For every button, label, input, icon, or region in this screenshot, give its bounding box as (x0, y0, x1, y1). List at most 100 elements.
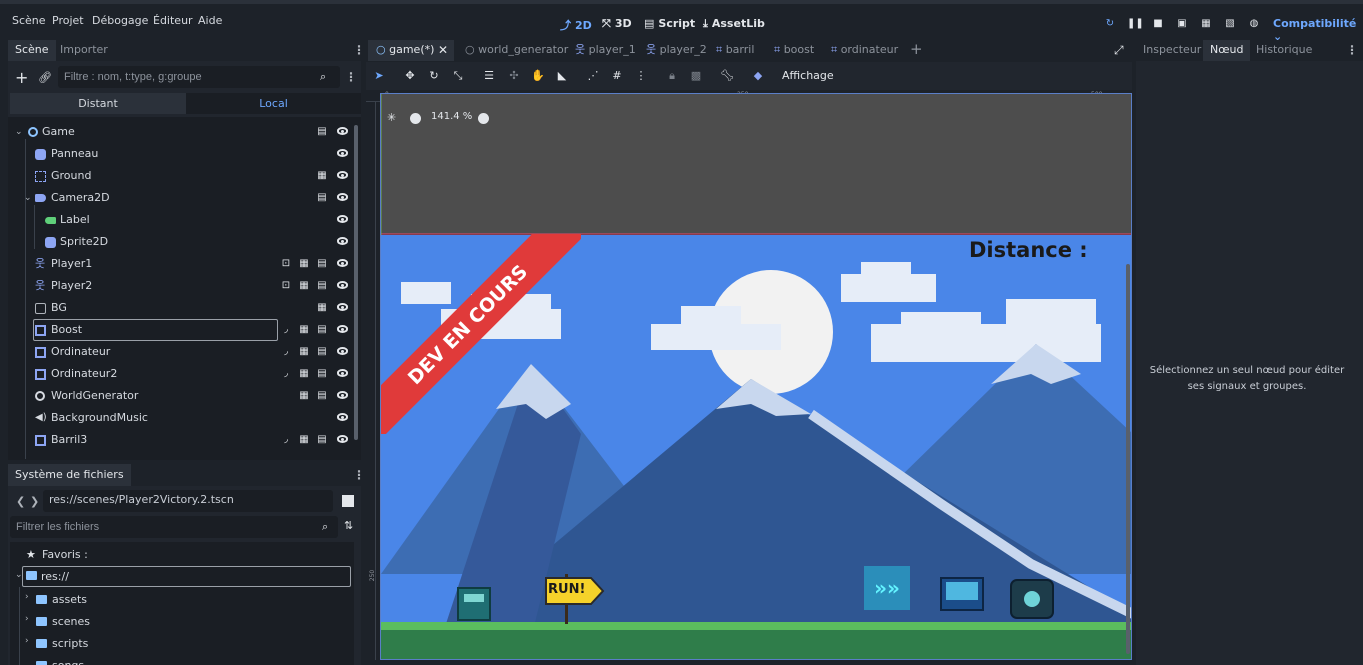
view-menu[interactable]: Affichage (782, 69, 834, 82)
list-select-icon[interactable]: ☰ (484, 69, 494, 82)
tree-node-barril3[interactable]: Barril3 ◞ ▦ ▤ (10, 429, 355, 451)
tree-node-boost[interactable]: Boost ◞ ▦ ▤ (10, 319, 355, 341)
move-tool-icon[interactable]: ✥ (405, 69, 415, 82)
pivot-tool-icon[interactable]: ✣ (509, 69, 519, 82)
tab-node[interactable]: Nœud (1203, 40, 1251, 61)
run-sign[interactable] (545, 577, 605, 605)
viewport-scrollbar[interactable] (1126, 264, 1130, 654)
canvas-viewport[interactable]: »» DEV EN COURS Distance : RUN! ✳ 141.4 … (380, 93, 1132, 660)
script-icon[interactable]: ▤ (317, 280, 327, 291)
mode-3d-button[interactable]: ⤧3D (602, 17, 632, 30)
tab-boost[interactable]: ⌗ boost (774, 43, 815, 56)
visibility-eye-icon[interactable] (337, 413, 348, 421)
script-icon[interactable]: ▤ (317, 434, 327, 445)
instance-icon[interactable]: ⊡ (281, 280, 291, 291)
tree-node-sprite2d[interactable]: Sprite2D (10, 231, 355, 253)
tab-import[interactable]: Importer (60, 43, 108, 56)
tab-ordinateur[interactable]: ⌗ ordinateur (831, 43, 899, 56)
script-icon[interactable]: ▤ (317, 258, 327, 269)
ruler-tool-icon[interactable]: ◣ (557, 69, 567, 82)
group-icon[interactable]: ▩ (690, 69, 702, 82)
add-tab-icon[interactable]: + (910, 40, 923, 58)
clapperboard-icon[interactable]: ▦ (299, 258, 309, 269)
pause-icon[interactable]: ❚❚ (1127, 18, 1144, 29)
tree-node-game[interactable]: ⌄ Game ▤ (10, 121, 355, 143)
tab-inspector[interactable]: Inspecteur (1143, 43, 1202, 56)
script-icon[interactable]: ▤ (317, 390, 327, 401)
visibility-eye-icon[interactable] (337, 171, 348, 179)
visibility-eye-icon[interactable] (337, 193, 348, 201)
tree-node-backgroundmusic[interactable]: ◀) BackgroundMusic (10, 407, 355, 429)
mode-assetlib-button[interactable]: ⤓AssetLib (703, 17, 765, 30)
visibility-eye-icon[interactable] (337, 127, 348, 135)
clapperboard-icon[interactable]: ▦ (299, 390, 309, 401)
distraction-free-icon[interactable]: ⤢ (1114, 43, 1124, 57)
zoom-level[interactable]: 141.4 % (431, 111, 473, 122)
menu-project[interactable]: Projet (52, 14, 84, 27)
instance-icon[interactable]: ⊡ (281, 258, 291, 269)
remote-toggle[interactable]: Distant (10, 93, 186, 114)
menu-help[interactable]: Aide (198, 14, 223, 27)
add-node-icon[interactable]: + (15, 68, 29, 87)
movie-icon[interactable]: ◍ (1249, 18, 1259, 29)
clapperboard-icon[interactable]: ▦ (317, 302, 327, 313)
folder-row-assets[interactable]: › assets (25, 592, 88, 606)
sort-icon[interactable]: ⇅ (344, 519, 354, 532)
player1-sprite[interactable] (457, 587, 491, 621)
visibility-eye-icon[interactable] (337, 303, 348, 311)
remote-debug-icon[interactable]: ▣ (1177, 18, 1187, 29)
file-filter-input[interactable] (10, 516, 338, 538)
split-view-icon[interactable] (342, 495, 354, 507)
visibility-eye-icon[interactable] (337, 369, 348, 377)
tab-player-2[interactable]: 웃 player_2 (646, 43, 707, 56)
tree-node-player1[interactable]: 웃 Player1 ⊡ ▦ ▤ (10, 253, 355, 275)
tree-node-camera2d[interactable]: ⌄ Camera2D ▤ (10, 187, 355, 209)
folder-row-songs[interactable]: songs (25, 658, 325, 665)
collapse-arrow-icon[interactable]: ⌄ (15, 127, 23, 137)
visibility-eye-icon[interactable] (337, 325, 348, 333)
rotate-tool-icon[interactable]: ↻ (429, 69, 439, 82)
smart-snap-icon[interactable]: ⋰ (587, 69, 599, 82)
folder-row-scenes[interactable]: › scenes (25, 614, 91, 628)
dock-menu-icon[interactable]: ⋮ (1346, 43, 1358, 57)
tree-node-label[interactable]: Label (10, 209, 355, 231)
tab-world-generator[interactable]: ○ world_generator (465, 43, 569, 56)
tree-node-ground[interactable]: Ground ▦ (10, 165, 355, 187)
clapperboard-icon[interactable]: ▦ (299, 346, 309, 357)
visibility-eye-icon[interactable] (337, 391, 348, 399)
signal-icon[interactable]: ◞ (284, 368, 288, 379)
dock-menu-icon[interactable]: ⋮ (353, 43, 365, 57)
mode-2d-button[interactable]: ⤴2D (560, 19, 592, 32)
tab-filesystem[interactable]: Système de fichiers (8, 464, 131, 486)
boost-area[interactable] (864, 566, 910, 610)
script-icon[interactable]: ▤ (317, 324, 327, 335)
reload-icon[interactable]: ↻ (1105, 18, 1115, 29)
link-icon[interactable]: 🔗︎ (38, 71, 52, 84)
play-scene-icon[interactable]: ▦ (1201, 18, 1211, 29)
tree-scrollbar[interactable] (354, 125, 358, 440)
tree-node-ordinateur[interactable]: Ordinateur ◞ ▦ ▤ (10, 341, 355, 363)
visibility-eye-icon[interactable] (337, 281, 348, 289)
path-field[interactable]: res://scenes/Player2Victory.2.tscn (43, 490, 333, 512)
tree-node-player2[interactable]: 웃 Player2 ⊡ ▦ ▤ (10, 275, 355, 297)
scene-filter-input[interactable] (58, 66, 340, 88)
collapse-arrow-icon[interactable]: ⌄ (15, 570, 23, 580)
lock-icon[interactable]: 🔒︎ (669, 69, 675, 82)
file-tree-root[interactable]: res:// (41, 570, 69, 583)
zoom-out-icon[interactable] (410, 113, 421, 124)
mode-script-button[interactable]: ▤Script (644, 17, 696, 30)
visibility-eye-icon[interactable] (337, 215, 348, 223)
expand-arrow-icon[interactable]: › (25, 614, 29, 624)
grid-snap-icon[interactable]: # (612, 69, 622, 82)
tree-node-ordinateur2[interactable]: Ordinateur2 ◞ ▦ ▤ (10, 363, 355, 385)
forward-arrow-icon[interactable]: ❯ (30, 495, 40, 508)
visibility-eye-icon[interactable] (337, 347, 348, 355)
visibility-eye-icon[interactable] (337, 435, 348, 443)
snap-options-icon[interactable]: ⋮ (635, 69, 647, 82)
expand-arrow-icon[interactable]: › (25, 592, 29, 602)
stop-icon[interactable]: ■ (1153, 18, 1163, 29)
tab-scene[interactable]: Scène (8, 40, 56, 61)
menu-debug[interactable]: Débogage (92, 14, 149, 27)
visibility-eye-icon[interactable] (337, 237, 348, 245)
clapperboard-icon[interactable]: ▦ (299, 280, 309, 291)
